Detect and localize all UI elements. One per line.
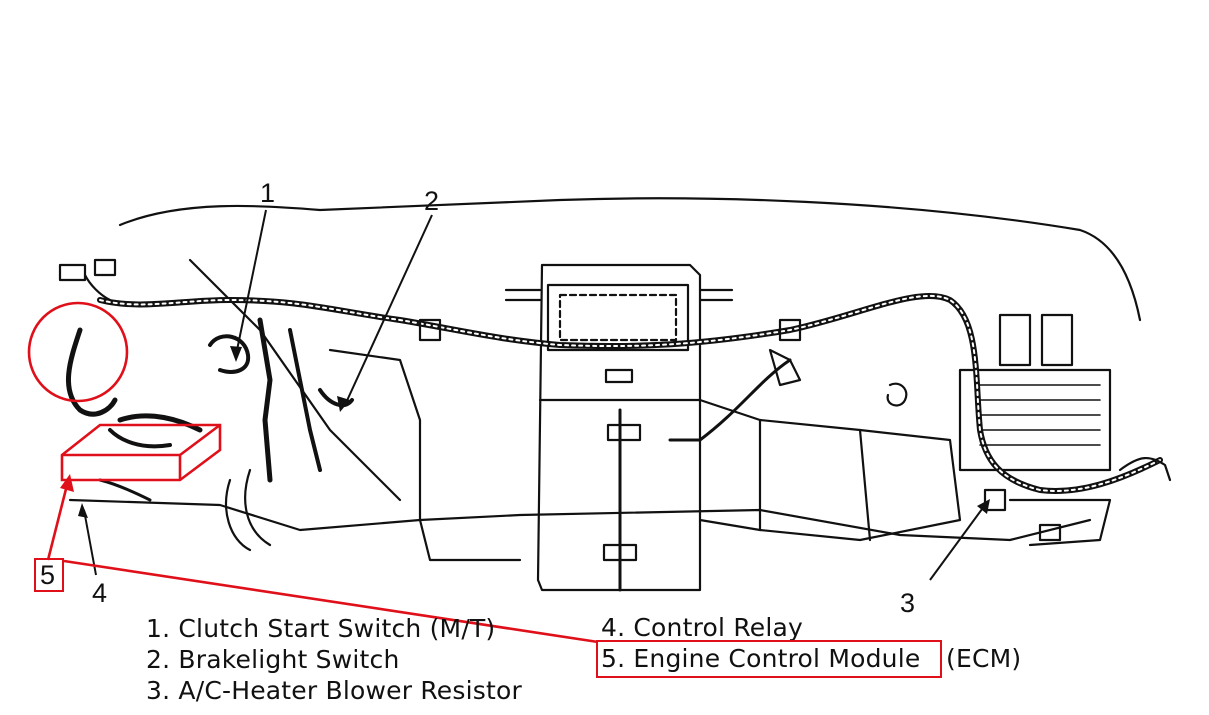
arrow-to-ecm (46, 484, 69, 561)
blower-box (958, 368, 1112, 472)
center-duct (536, 263, 702, 592)
callout-3: 3 (900, 588, 916, 618)
callout-2: 2 (424, 186, 440, 216)
legend-item-5-suffix: (ECM) (946, 644, 1022, 673)
dash-lower (68, 498, 1092, 542)
legend-item-5: 5. Engine Control Module (601, 644, 921, 673)
callout-1: 1 (260, 178, 276, 208)
callout-5: 5 (40, 560, 56, 590)
legend-item-5-highlight (596, 640, 942, 678)
legend-item-3: 3. A/C-Heater Blower Resistor (146, 676, 522, 705)
ecm-outline (60, 423, 222, 482)
legend-item-2: 2. Brakelight Switch (146, 645, 400, 674)
legend-item-1: 1. Clutch Start Switch (M/T) (146, 614, 496, 643)
callout-4: 4 (92, 578, 108, 608)
legend-item-4: 4. Control Relay (601, 613, 804, 642)
dash-outline (118, 197, 1142, 322)
callout-5-box (34, 558, 64, 592)
leader-to-legend (63, 559, 599, 644)
highlight-circle (27, 301, 129, 403)
